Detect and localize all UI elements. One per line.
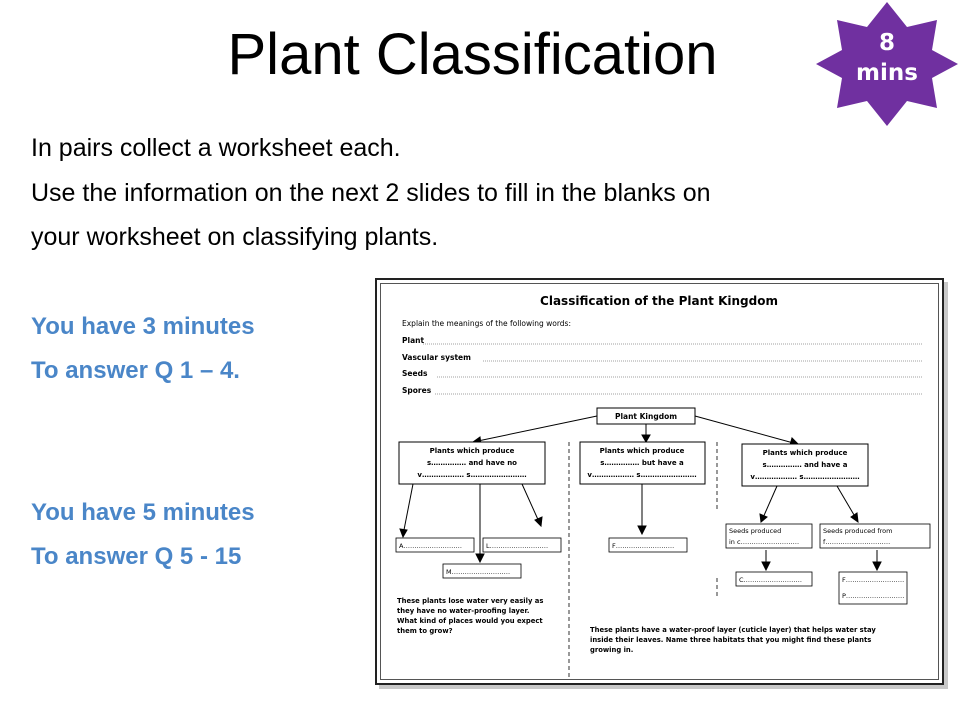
note-right-line-3: growing in.: [590, 646, 633, 654]
seeds-flower-line-2: f…………………………: [823, 538, 890, 546]
note-right-line-1: These plants have a water-proof layer (c…: [590, 626, 876, 634]
answer-p: P………………………: [842, 592, 904, 600]
group-2-line-1: Plants which produce: [600, 447, 685, 455]
group-arrows: [399, 483, 882, 572]
timer-star-badge: [816, 2, 958, 126]
answer-box-fp: [838, 571, 908, 605]
intro-line-3: your worksheet on classifying plants.: [31, 223, 439, 251]
seeds-flower-line-1: Seeds produced from: [823, 527, 892, 535]
seeds-cone-line-2: in c………………………: [729, 538, 799, 546]
note-left-line-4: them to grow?: [397, 627, 453, 635]
group-box-1: [398, 441, 546, 485]
star-shape: [816, 2, 958, 126]
seeds-cone-box: [725, 523, 813, 549]
note-left-line-2: they have no water-proofing layer.: [397, 607, 529, 615]
slide-title: Plant Classification: [227, 22, 718, 87]
intro-line-1: In pairs collect a worksheet each.: [31, 134, 401, 162]
group-3-line-1: Plants which produce: [763, 449, 848, 457]
task-1-line-1: You have 3 minutes: [31, 313, 255, 340]
answer-c: C………………………: [739, 576, 802, 584]
task-2-line-2: To answer Q 5 - 15: [31, 543, 242, 570]
intro-line-2: Use the information on the next 2 slides…: [31, 178, 711, 207]
answer-f2: F………………………: [842, 576, 904, 584]
note-right-line-2: inside their leaves. Name three habitats…: [590, 636, 871, 644]
answer-box-m: [442, 563, 522, 579]
group-3-line-2: s…………… and have a: [763, 461, 848, 469]
task-2-text: You have 5 minutes To answer Q 5 - 15: [31, 491, 255, 579]
plant-kingdom-label: Plant Kingdom: [615, 412, 677, 421]
answer-box-f1: [608, 537, 688, 553]
term-plant: Plant: [402, 336, 424, 345]
note-left-line-1: These plants lose water very easily as: [397, 597, 543, 605]
group-2-line-3: v……………… s……………………: [587, 471, 696, 479]
answer-box-a: [395, 537, 475, 553]
term-spores: Spores: [402, 386, 432, 395]
timer-label: 8 mins: [816, 28, 958, 88]
intro-text: In pairs collect a worksheet each. Use t…: [31, 126, 931, 260]
group-1-line-3: v……………… s……………………: [417, 471, 526, 479]
worksheet-drawing: Classification of the Plant Kingdom Expl…: [395, 294, 931, 678]
timer-unit: mins: [856, 60, 918, 86]
answer-box-l: [482, 537, 562, 553]
group-2-line-2: s…………… but have a: [600, 459, 684, 467]
worksheet-image: Classification of the Plant Kingdom Expl…: [375, 278, 944, 685]
timer-number: 8: [878, 30, 895, 56]
group-1-line-2: s…………… and have no: [427, 459, 517, 467]
worksheet-inner-border: [380, 283, 939, 680]
seeds-flower-box: [819, 523, 931, 549]
seeds-cone-line-1: Seeds produced: [729, 527, 781, 535]
answer-m: M………………………: [446, 568, 510, 576]
answer-a: A………………………: [399, 542, 462, 550]
task-2-line-1: You have 5 minutes: [31, 499, 255, 526]
term-vascular-system: Vascular system: [402, 353, 471, 362]
answer-f1: F………………………: [612, 542, 674, 550]
task-1-text: You have 3 minutes To answer Q 1 – 4.: [31, 305, 255, 393]
term-seeds: Seeds: [402, 369, 428, 378]
worksheet-title: Classification of the Plant Kingdom: [540, 294, 778, 308]
group-1-line-1: Plants which produce: [430, 447, 515, 455]
group-3-line-3: v……………… s……………………: [750, 473, 859, 481]
note-left-line-3: What kind of places would you expect: [397, 617, 543, 625]
group-box-3: [741, 443, 869, 487]
answer-l: L………………………: [486, 542, 548, 550]
task-1-line-2: To answer Q 1 – 4.: [31, 357, 240, 384]
worksheet-instruction: Explain the meanings of the following wo…: [402, 319, 571, 328]
answer-box-c: [735, 571, 813, 587]
